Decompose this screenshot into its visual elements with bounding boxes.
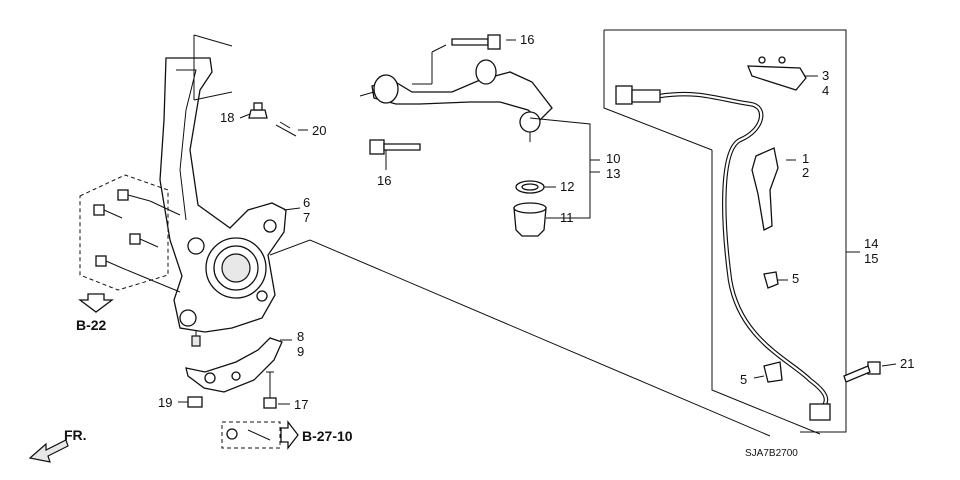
nut-19 [187, 396, 203, 408]
callout-14: 14 [864, 236, 878, 251]
callout-7: 7 [303, 210, 310, 225]
cotter-pin-20 [275, 121, 297, 137]
callout-12: 12 [560, 179, 574, 194]
nut-18 [248, 102, 268, 119]
bolt-16-bottom [369, 139, 421, 155]
clip-5-upper [763, 271, 779, 289]
callout-4: 4 [822, 83, 829, 98]
bolt [95, 255, 123, 269]
bolt [117, 189, 151, 202]
callout-11: 11 [560, 210, 574, 225]
bolt [93, 204, 123, 219]
upper-control-arm [359, 44, 553, 121]
callout-20: 20 [312, 123, 326, 138]
callout-21: 21 [900, 356, 914, 371]
b22-label: B-22 [76, 317, 107, 333]
b2710-reference: B-27-10 [221, 420, 353, 450]
bolt-16-top [451, 34, 501, 50]
callout-8: 8 [297, 329, 304, 344]
callout-16-top: 16 [520, 32, 534, 47]
callout-5-lower: 5 [740, 372, 747, 387]
wheel-speed-sensor [615, 85, 831, 421]
callout-19: 19 [158, 395, 172, 410]
bracket-3-4 [747, 56, 807, 91]
b2710-label: B-27-10 [302, 428, 353, 444]
bracket-8-9 [185, 337, 283, 393]
callout-18: 18 [220, 110, 234, 125]
callout-13: 13 [606, 166, 620, 181]
callout-17: 17 [294, 397, 308, 412]
callout-16-bottom: 16 [377, 173, 391, 188]
bolt-17 [263, 371, 277, 409]
b22-reference: B-22 [76, 293, 114, 333]
knuckle-bolts [79, 174, 181, 293]
leader-knuckle-sensor [269, 239, 771, 437]
callout-3: 3 [822, 68, 829, 83]
callout-5-upper: 5 [792, 271, 799, 286]
clip-5-lower [763, 361, 783, 383]
bolt-21 [843, 361, 881, 383]
steering-knuckle [159, 34, 287, 347]
callout-6: 6 [303, 195, 310, 210]
front-label: FR. [64, 427, 87, 443]
sensor-box [603, 29, 847, 435]
callout-15: 15 [864, 251, 878, 266]
boot-11 [513, 202, 547, 237]
bolt [129, 233, 159, 248]
ball-joint [519, 111, 591, 219]
callout-10: 10 [606, 151, 620, 166]
diagram-code: SJA7B2700 [745, 448, 798, 459]
callout-1: 1 [802, 151, 809, 166]
bracket-1-2 [751, 147, 779, 231]
callout-2: 2 [802, 165, 809, 180]
callout-9: 9 [297, 344, 304, 359]
front-arrow: FR. [28, 427, 87, 463]
snap-ring-12 [515, 180, 545, 194]
